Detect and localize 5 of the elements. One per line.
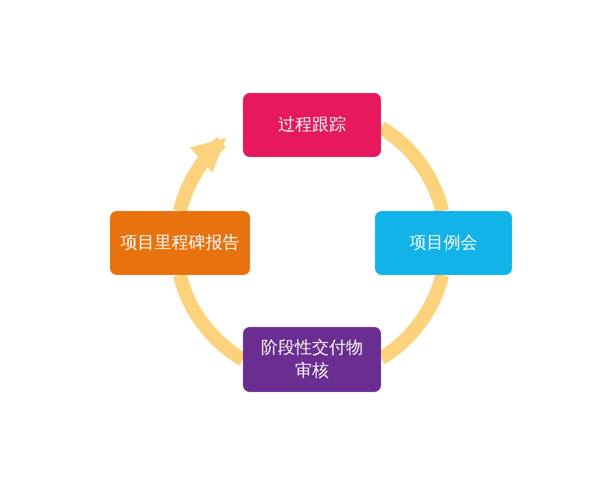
process-box: 项目里程碑报告 xyxy=(110,211,250,275)
arrow xyxy=(173,137,226,214)
process-box: 项目例会 xyxy=(375,211,512,275)
process-box: 过程跟踪 xyxy=(243,93,381,157)
process-box: 阶段性交付物审核 xyxy=(243,327,381,392)
